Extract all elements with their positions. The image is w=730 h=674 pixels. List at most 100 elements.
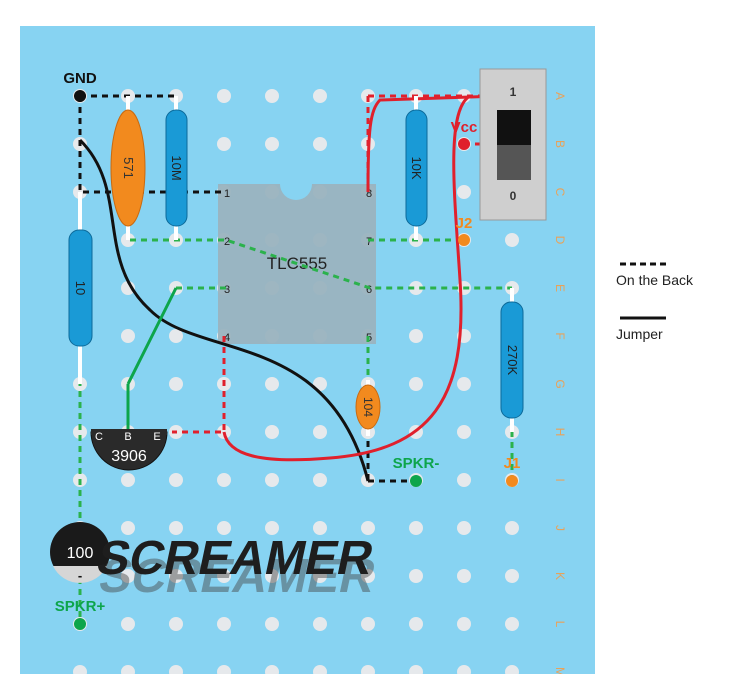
board-hole: [73, 425, 87, 439]
row-label: D: [553, 236, 567, 245]
chip-pin-2: 2: [224, 236, 230, 248]
capacitor-104: 104: [355, 380, 381, 436]
screamer-title-shadow: SCREAMER: [95, 549, 381, 602]
board-hole: [313, 89, 327, 103]
switch-label-0: 0: [510, 189, 517, 203]
board-hole: [457, 425, 471, 439]
resistor-10m-label: 10M: [169, 155, 184, 180]
vcc-label: Vcc: [451, 119, 478, 136]
board-hole: [313, 473, 327, 487]
board-hole: [457, 521, 471, 535]
board-hole: [505, 233, 519, 247]
row-label: K: [553, 572, 567, 580]
speaker-minus: -: [78, 568, 82, 583]
j2-dot: [458, 234, 470, 246]
board-hole: [457, 377, 471, 391]
board-hole: [265, 569, 279, 583]
board-hole: [121, 521, 135, 535]
resistor-10k: 10K: [405, 96, 428, 240]
resistor-270k-label: 270K: [505, 345, 520, 376]
legend-jumper: Jumper: [616, 326, 663, 342]
chip-pin-1: 1: [224, 188, 230, 200]
board-hole: [457, 569, 471, 583]
speaker: 100 -: [50, 522, 110, 583]
chip-pin-4: 4: [224, 332, 230, 344]
jumper-wires: [78, 94, 501, 482]
board-hole: [457, 185, 471, 199]
resistor-10-label: 10: [73, 281, 88, 295]
board-hole: [409, 617, 423, 631]
row-label: J: [553, 525, 567, 531]
board-hole: [505, 521, 519, 535]
row-label: F: [553, 332, 567, 339]
board-hole: [265, 425, 279, 439]
row-label: C: [553, 188, 567, 197]
board-hole: [73, 665, 87, 674]
board-hole: [169, 569, 183, 583]
screamer-title-text: SCREAMER: [92, 531, 378, 584]
row-label: M: [553, 667, 567, 674]
board-hole: [121, 281, 135, 295]
board-hole: [265, 89, 279, 103]
board-hole: [505, 617, 519, 631]
board-hole: [313, 569, 327, 583]
switch-label-1: 1: [510, 85, 517, 99]
board-hole: [313, 521, 327, 535]
spkr-plus-label: SPKR+: [55, 598, 106, 615]
board-hole: [361, 665, 375, 674]
j2-label: J2: [456, 215, 473, 232]
board-hole: [409, 329, 423, 343]
board-hole: [121, 473, 135, 487]
board-hole: [409, 569, 423, 583]
board-hole: [409, 281, 423, 295]
row-label: L: [553, 621, 567, 628]
board-hole: [361, 617, 375, 631]
board-hole: [217, 89, 231, 103]
board-hole: [265, 137, 279, 151]
board-hole: [505, 569, 519, 583]
board-hole: [265, 521, 279, 535]
transistor-3906: 3906 C B E: [90, 429, 168, 471]
board-hole: [457, 617, 471, 631]
chip-pin-6: 6: [366, 284, 372, 296]
transistor-pin-c: C: [95, 431, 103, 443]
vcc-dot: [458, 138, 470, 150]
board-hole: [265, 473, 279, 487]
board-hole: [121, 665, 135, 674]
j1-dot: [506, 475, 518, 487]
speaker-label: 100: [67, 545, 94, 562]
board-hole: [217, 521, 231, 535]
board-hole: [169, 377, 183, 391]
board-hole: [361, 521, 375, 535]
board-hole: [505, 665, 519, 674]
board-hole: [217, 569, 231, 583]
row-label: E: [553, 284, 567, 292]
chip-pin-8: 8: [366, 188, 372, 200]
chip-notch: [280, 184, 312, 200]
jumper-green: [126, 287, 178, 385]
transistor-pin-b: B: [124, 431, 131, 443]
resistor-10: 10: [68, 192, 93, 384]
row-label: I: [553, 478, 567, 481]
board-hole: [313, 665, 327, 674]
board-hole: [457, 665, 471, 674]
spkr-plus-dot: [74, 618, 86, 630]
board-hole: [409, 377, 423, 391]
chip-pin-3: 3: [224, 284, 230, 296]
board-hole: [313, 425, 327, 439]
board-hole: [217, 473, 231, 487]
capacitor-571: 571: [110, 96, 146, 240]
board-hole: [169, 329, 183, 343]
gnd-dot: [74, 90, 86, 102]
jumper-red-top: [366, 94, 501, 193]
spkr-minus-label: SPKR-: [393, 455, 440, 472]
board-hole: [217, 617, 231, 631]
board-hole: [265, 377, 279, 391]
j1-label: J1: [504, 455, 521, 472]
board-hole: [265, 617, 279, 631]
board-hole: [121, 569, 135, 583]
row-label: A: [553, 92, 567, 100]
spkr-minus-dot: [410, 475, 422, 487]
